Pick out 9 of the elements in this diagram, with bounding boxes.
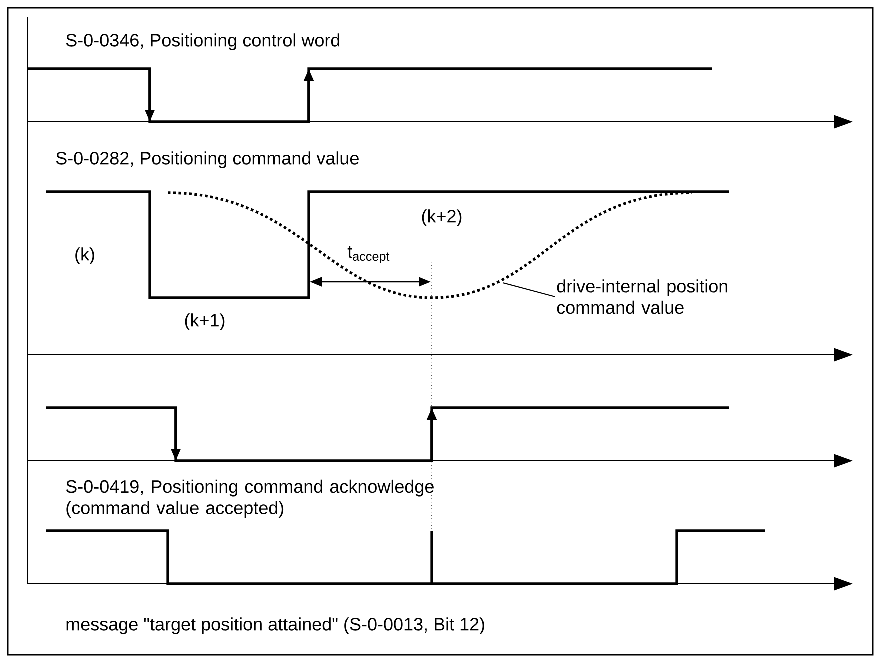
value-label: (k) — [76, 248, 94, 264]
value-label: (k+2) — [422, 210, 462, 226]
signal-name: S-0-0282, Positioning command value — [56, 152, 359, 168]
signal-name: message "target position attained" (S-0-0013, Bit 12) — [66, 618, 484, 634]
leader-line — [502, 282, 556, 298]
signal-name: S-0-0346, Positioning control word — [66, 34, 340, 50]
curve-label: drive-internal position command value — [557, 280, 728, 314]
signal-name: S-0-0419, Positioning command acknowledge (command value accepted) — [66, 480, 434, 518]
time-label: t$_{accept}$ — [348, 246, 390, 264]
